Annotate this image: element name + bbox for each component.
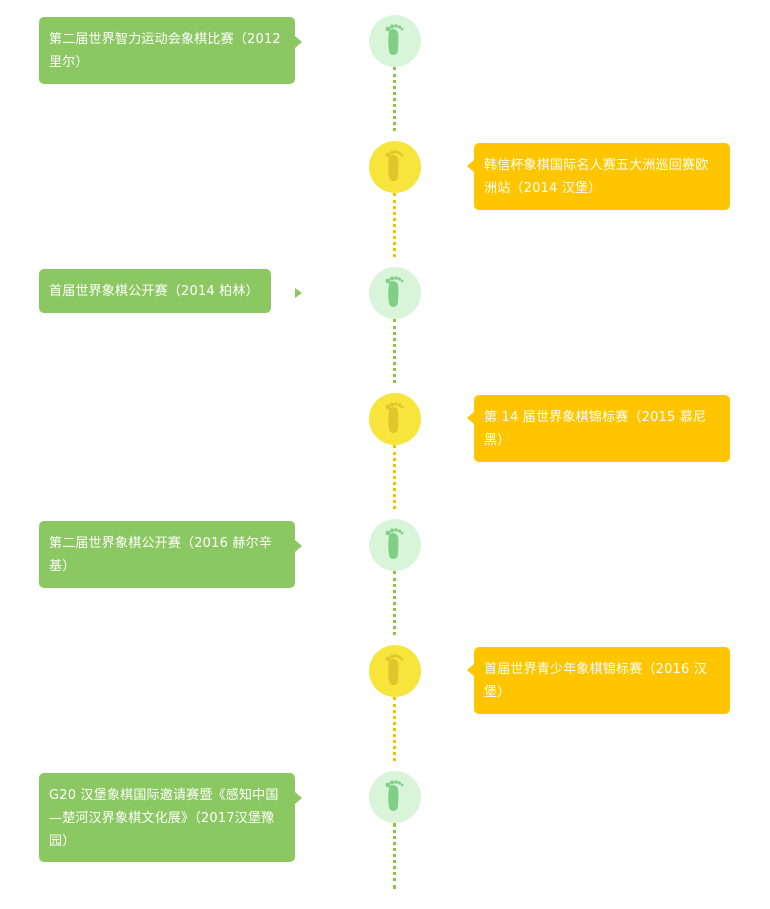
- footprint-icon: [369, 15, 421, 67]
- timeline-card-3: 首届世界象棋公开赛（2014 柏林）: [39, 269, 271, 313]
- timeline-card-6: 首届世界青少年象棋锦标赛（2016 汉堡）: [467, 647, 730, 714]
- timeline-card-1: 第二届世界智力运动会象棋比赛（2012 里尔）: [39, 17, 302, 84]
- timeline-card-7: G20 汉堡象棋国际邀请赛暨《感知中国—楚河汉界象棋文化展》（2017汉堡豫园）: [39, 773, 302, 862]
- footprint-icon: [369, 267, 421, 319]
- timeline-card-label: G20 汉堡象棋国际邀请赛暨《感知中国—楚河汉界象棋文化展》（2017汉堡豫园）: [49, 788, 279, 849]
- timeline-card-2: 韩信杯象棋国际名人赛五大洲巡回赛欧洲站（2014 汉堡）: [467, 143, 730, 210]
- timeline-card-label: 首届世界青少年象棋锦标赛（2016 汉堡）: [484, 662, 708, 700]
- timeline-connector: [393, 823, 396, 889]
- timeline-card-label: 首届世界象棋公开赛（2014 柏林）: [49, 284, 259, 299]
- timeline-connector: [393, 319, 396, 383]
- timeline-connector: [393, 697, 396, 761]
- timeline-connector: [393, 445, 396, 509]
- timeline-card-4: 第 14 届世界象棋锦标赛（2015 慕尼黑）: [467, 395, 730, 462]
- footprint-icon: [369, 393, 421, 445]
- footprint-icon: [369, 645, 421, 697]
- timeline-connector: [393, 193, 396, 257]
- timeline-card-5: 第二届世界象棋公开赛（2016 赫尔辛基）: [39, 521, 302, 588]
- timeline-card-label: 第二届世界智力运动会象棋比赛（2012 里尔）: [49, 32, 281, 70]
- card-pointer: [295, 288, 302, 298]
- timeline-connector: [393, 67, 396, 131]
- footprint-icon: [369, 771, 421, 823]
- footprint-icon: [369, 519, 421, 571]
- timeline-connector: [393, 571, 396, 635]
- timeline-card-label: 韩信杯象棋国际名人赛五大洲巡回赛欧洲站（2014 汉堡）: [484, 158, 709, 196]
- timeline-card-label: 第 14 届世界象棋锦标赛（2015 慕尼黑）: [484, 410, 707, 448]
- footprint-icon: [369, 141, 421, 193]
- timeline-card-label: 第二届世界象棋公开赛（2016 赫尔辛基）: [49, 536, 273, 574]
